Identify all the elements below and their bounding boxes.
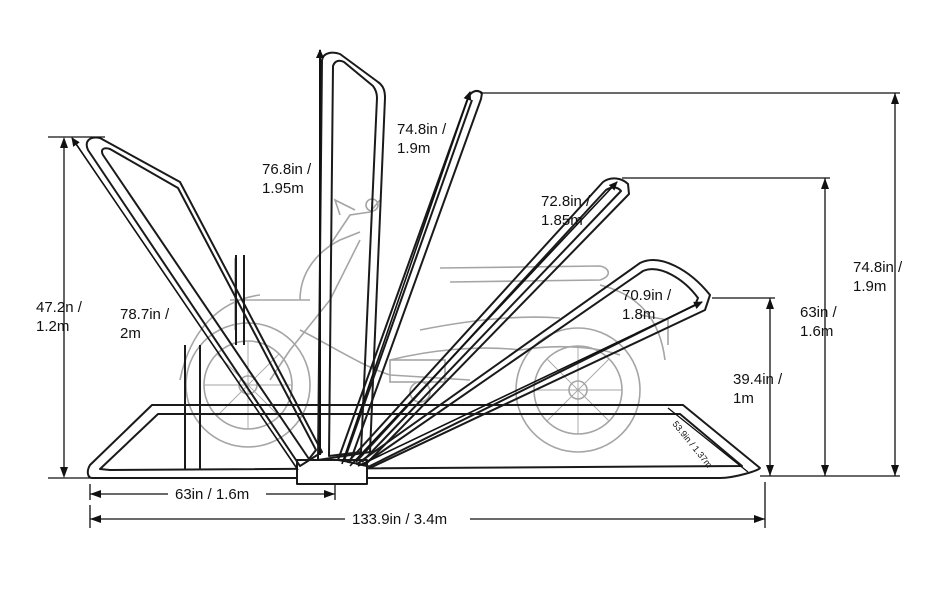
total-length-label: 133.9in / 3.4m [352, 511, 448, 528]
arm-76-8-line2: 1.95m [262, 180, 304, 197]
height-39-4-line2: 1m [733, 390, 754, 407]
height-39-4-label: 39.4in / 1m [733, 370, 782, 408]
arm-72-8-line2: 1.85m [541, 212, 583, 229]
motorcycle-illustration [179, 198, 669, 453]
height-39-4-line1: 39.4in / [733, 371, 783, 388]
arm-70-9-line1: 70.9in / [622, 287, 672, 304]
arm-76-8-line1: 76.8in / [262, 161, 312, 178]
arm-78-7-line1: 78.7in / [120, 306, 170, 323]
left-height-line1: 47.2n / [36, 299, 82, 316]
arm-70-9-label: 70.9in / 1.8m [622, 286, 671, 324]
dimension-arrowheads [60, 93, 899, 523]
arm-74-8-label: 74.8in / 1.9m [397, 120, 446, 158]
arm-72-8-arrow [349, 181, 618, 467]
arm-76-8-label: 76.8in / 1.95m [262, 160, 311, 198]
arm-74-8-arrow [341, 91, 472, 465]
ramp-length-label: 53.9in / 1.37m [670, 419, 714, 470]
arm-70-9-line2: 1.8m [622, 306, 656, 323]
dimension-lines [48, 92, 900, 528]
arm-72-8-label: 72.8in / 1.85m [541, 192, 590, 230]
height-63-label: 63in / 1.6m [800, 303, 837, 341]
arm-78-7-line2: 2m [120, 325, 141, 342]
base-width-label: 63in / 1.6m [175, 486, 250, 503]
cover-arms [85, 51, 711, 468]
arm-74-8-line1: 74.8in / [397, 121, 447, 138]
arm-70-9-arrow [357, 301, 703, 467]
left-height-line2: 1.2m [36, 318, 70, 335]
arm-78-7-arrow [71, 137, 299, 471]
arm-78-7-label: 78.7in / 2m [120, 305, 169, 343]
arm-74-8-line2: 1.9m [397, 140, 431, 157]
height-74-8-line2: 1.9m [853, 278, 887, 295]
height-74-8-line1: 74.8in / [853, 259, 903, 276]
height-63-line2: 1.6m [800, 323, 834, 340]
height-63-line1: 63in / [800, 304, 837, 321]
height-74-8-label: 74.8in / 1.9m [853, 258, 902, 296]
base-track [86, 404, 761, 485]
left-height-label: 47.2n / 1.2m [36, 298, 82, 336]
arm-72-8-line1: 72.8in / [541, 193, 591, 210]
